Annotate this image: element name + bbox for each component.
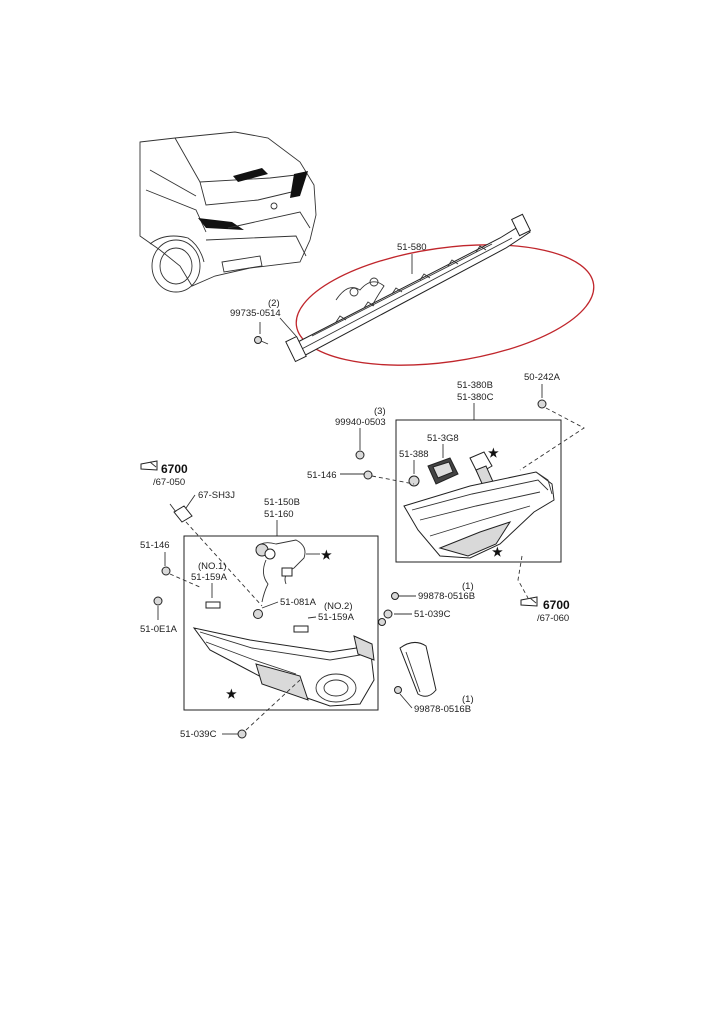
high-mount-stop-lamp (285, 213, 532, 363)
star-marker-4: ★ (226, 687, 237, 701)
label-51-146-left: 51-146 (140, 540, 170, 551)
label-50-242A: 50-242A (524, 372, 561, 383)
lamp-garnish-piece (399, 642, 437, 697)
pad-51-159A-2 (293, 625, 309, 633)
label-qty-1-bottom: (1) (462, 694, 474, 705)
clip-51-146-top (363, 470, 373, 480)
star-marker-2: ★ (492, 545, 503, 559)
label-ref-6700-left: 6700 (161, 462, 188, 476)
label-51-0E1A: 51-0E1A (140, 624, 178, 635)
label-51-039C-right: 51-039C (414, 609, 451, 620)
label-ref-67-050: /67-050 (153, 477, 185, 488)
label-51-160: 51-160 (264, 509, 294, 520)
label-ref-67-060: /67-060 (537, 613, 569, 624)
label-99878-0516B-top: 99878-0516B (418, 591, 475, 602)
screw-99878-top (391, 592, 399, 600)
wiring-harness-51-150B (255, 539, 306, 603)
label-51-159A-2: 51-159A (318, 612, 355, 623)
vehicle-rear-illustration (139, 131, 317, 293)
label-51-580: 51-580 (397, 242, 427, 253)
nut-50-242A (537, 399, 547, 409)
label-ref-6700-right: 6700 (543, 598, 570, 612)
label-qty-1-top: (1) (462, 581, 474, 592)
label-99735-0514: 99735-0514 (230, 308, 281, 319)
highlight-ellipse (295, 244, 595, 366)
star-marker-3: ★ (321, 548, 332, 562)
clip-51-039C-bottom (237, 729, 247, 739)
label-qty-3: (3) (374, 406, 386, 417)
screw-99940 (355, 450, 365, 460)
label-51-380C: 51-380C (457, 392, 494, 403)
label-51-388: 51-388 (399, 449, 429, 460)
label-99878-0516B-bottom: 99878-0516B (414, 704, 471, 715)
label-51-039C-bottom: 51-039C (180, 729, 217, 740)
label-51-380B: 51-380B (457, 380, 493, 391)
label-no-1: (NO.1) (198, 561, 227, 572)
label-51-146-top: 51-146 (307, 470, 337, 481)
rear-combination-lamp-right (403, 471, 555, 559)
pad-51-159A-1 (205, 601, 221, 609)
clip-51-146-left (161, 566, 171, 576)
label-99940-0503: 99940-0503 (335, 417, 386, 428)
label-51-159A-1: 51-159A (191, 572, 228, 583)
label-51-081A: 51-081A (280, 597, 317, 608)
reference-arrow-right (520, 596, 538, 607)
label-51-3G8: 51-3G8 (427, 433, 459, 444)
label-67-SH3J: 67-SH3J (198, 490, 235, 501)
socket-51-081A (253, 609, 263, 619)
nut-51-0E1A (153, 596, 163, 606)
rear-lamp-assembly-box-right (395, 419, 562, 563)
connector-67-SH3J (169, 503, 193, 523)
label-no-2: (NO.2) (324, 601, 353, 612)
rear-lamp-assembly-box-left (183, 535, 379, 711)
star-marker-1: ★ (488, 446, 499, 460)
gasket-51-3G8 (427, 457, 459, 485)
screw-99878-bottom (394, 686, 402, 694)
rear-combination-lamp-left (192, 627, 375, 707)
label-51-150B: 51-150B (264, 497, 300, 508)
reference-arrow-left (140, 460, 158, 471)
screw-99735 (254, 336, 269, 345)
label-qty-2: (2) (268, 298, 280, 309)
bulb-51-388 (408, 475, 420, 487)
clip-51-039C-right (378, 609, 393, 626)
